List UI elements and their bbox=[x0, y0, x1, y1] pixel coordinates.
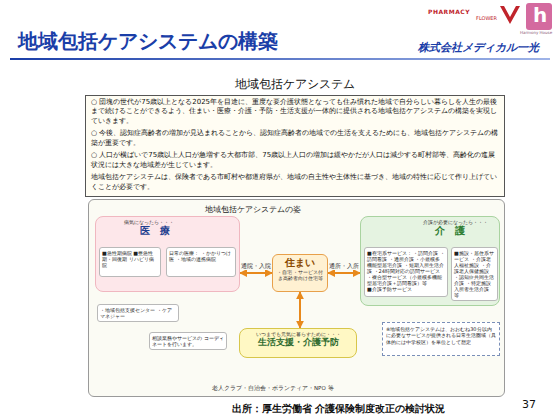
note-box: ※地域包括ケアシステムは、おおむね30分以内に必要なサービスが提供される日常生活… bbox=[382, 322, 500, 356]
medical-region: 病気になったら・・・医 療 ■急性期病院 ■亜急性期・回復期 リハビリ病院日常の医… bbox=[95, 216, 240, 292]
edge-label: 通院・入院 bbox=[240, 263, 272, 270]
node-text: 地域包括ケアシステムは、保険者である市町村や都道府県が、地域の自主性や主体性に基… bbox=[91, 173, 499, 192]
node-text: 相談業務やサービスの コーディネートを行います。 bbox=[152, 335, 224, 347]
brand-text: PHARMACY bbox=[428, 8, 470, 15]
node-text: ■介護予防サービス bbox=[367, 286, 445, 292]
edge-label: 通所・入所 bbox=[328, 263, 360, 270]
node-text: ○ 今後、認知症高齢者の増加が見込まれることから、認知症高齢者の地域での生活を支… bbox=[91, 129, 499, 148]
node-text: ○ 人口が横ばいで75歳以上人口が急増する大都市部、75歳以上人口の増加は緩やか… bbox=[91, 151, 499, 170]
brand-text: Harmony House bbox=[520, 30, 552, 35]
node-text: 医 療 bbox=[140, 225, 235, 237]
home-service-box: ■在宅系サービス： ・訪問介護 ・訪問看護 ・通所介護 ・小規模多機能型居宅介護… bbox=[364, 247, 448, 297]
page-number: 37 bbox=[522, 398, 536, 411]
node-text: ■在宅系サービス： ・訪問介護 ・訪問看護 ・通所介護 ・小規模多機能型居宅介護… bbox=[367, 250, 445, 286]
facility-box: ■施設・居住系サービス ・介護老人福祉施設 ・介護老人保健施設 ・認知症共同生活… bbox=[451, 247, 498, 301]
brand-text: FLOWER bbox=[476, 15, 497, 21]
node-text: ※地域包括ケアシステムは、おおむね30分以内に必要なサービスが提供される日常生活… bbox=[386, 326, 496, 345]
support-center-box: ・地域包括支援センター ・ケアマネジャー bbox=[97, 304, 179, 322]
node-text: ■急性期病院 ■亜急性期・回復期 リハビリ病院 bbox=[102, 250, 158, 268]
clinic-box: 日常の医療： ・かかりつけ医 ・地域の連携病院 bbox=[166, 247, 236, 277]
slide-title: 地域包括ケアシステムの構築 bbox=[18, 28, 278, 55]
diagram-panel: 地域包括ケアシステムの姿病気になったら・・・医 療 ■急性期病院 ■亜急性期・回復… bbox=[88, 199, 505, 397]
node-text: いつまでも元気に暮らすために・・・ bbox=[242, 331, 354, 337]
flower-logo bbox=[500, 6, 520, 24]
node-text: 日常の医療： ・かかりつけ医 ・地域の連携病院 bbox=[169, 250, 233, 262]
node-text: 地域包括ケアシステム bbox=[85, 76, 505, 93]
node-text: ・自宅 ・サービス付き高齢者向け住宅等 bbox=[275, 269, 325, 281]
node-text: 介 護 bbox=[435, 225, 495, 237]
node-text: ○ 団塊の世代が75歳以上となる2025年を目途に、重度な要介護状態となっても住… bbox=[91, 98, 499, 126]
node-text: 介護が必要になったら・・・ bbox=[423, 219, 495, 225]
connector-arrow bbox=[240, 272, 272, 274]
company-name: 株式会社メディカル一光 bbox=[418, 40, 539, 55]
node-text: 生活支援・介護予防 bbox=[242, 337, 354, 348]
summary-box: 地域包括ケアシステム ○ 団塊の世代が75歳以上となる2025年を目途に、重度な要… bbox=[85, 76, 505, 197]
community-label: 老人クラブ・自治会・ボランティア・NPO 等 bbox=[212, 385, 334, 392]
node-text: 住まい bbox=[275, 257, 325, 269]
logo-letter: h bbox=[533, 3, 547, 27]
node-text: ・地域包括支援センター ・ケアマネジャー bbox=[100, 307, 176, 319]
hospital-box: ■急性期病院 ■亜急性期・回復期 リハビリ病院 bbox=[99, 247, 161, 277]
node-text: ■施設・居住系サービス ・介護老人福祉施設 ・介護老人保健施設 ・認知症共同生活… bbox=[454, 250, 495, 298]
node-text: 地域包括ケアシステムの姿 bbox=[205, 204, 301, 215]
housing-box: 住まい・自宅 ・サービス付き高齢者向け住宅等 bbox=[272, 254, 328, 292]
title-underline bbox=[10, 58, 550, 60]
connector-arrow bbox=[299, 292, 301, 328]
source-note: 出所：厚生労働省 介護保険制度改正の検討状況 bbox=[232, 402, 445, 416]
life-support-box: いつまでも元気に暮らすために・・・生活支援・介護予防 bbox=[239, 328, 357, 358]
connector-arrow bbox=[328, 272, 360, 274]
harmony-logo bbox=[526, 3, 552, 30]
consult-box: 相談業務やサービスの コーディネートを行います。 bbox=[149, 332, 227, 350]
node-text: 病気になったら・・・ bbox=[124, 219, 235, 225]
care-region: 介護が必要になったら・・・介 護 ■在宅系サービス： ・訪問介護 ・訪問看護 ・通… bbox=[360, 216, 500, 306]
